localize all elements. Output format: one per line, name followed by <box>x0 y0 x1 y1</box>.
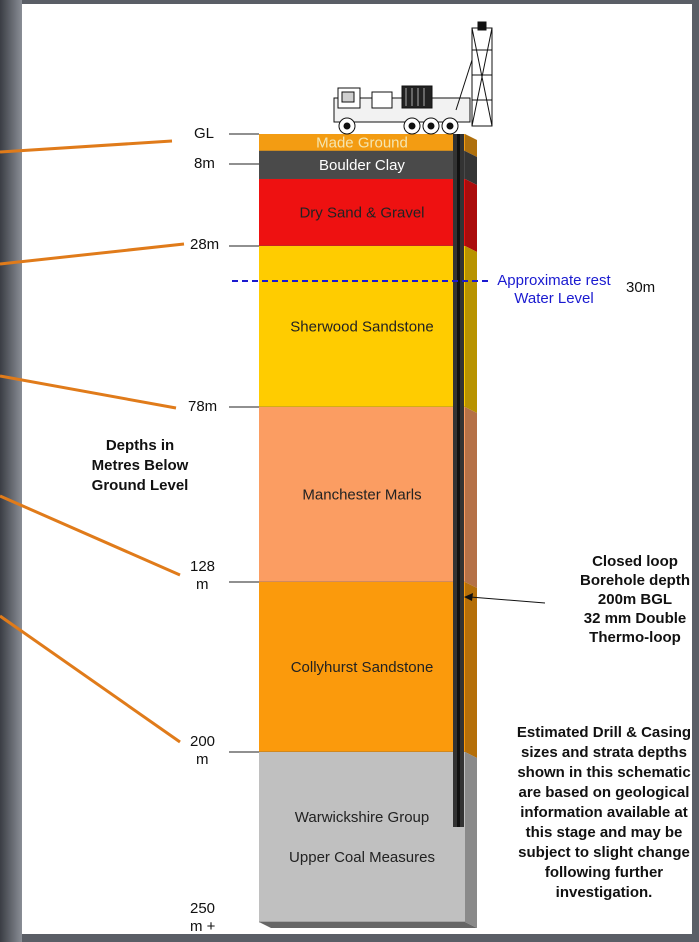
water-depth-label: 30m <box>626 279 656 296</box>
water-label-line1: Approximate rest <box>497 272 611 289</box>
estimate-note-line8: following further <box>544 864 664 881</box>
estimate-note-line6: this stage and may be <box>525 824 683 841</box>
leader-line-200m <box>0 614 181 744</box>
borehole-note-line5: Thermo-loop <box>589 629 681 646</box>
leader-line-gl <box>0 139 173 154</box>
borehole-note-line1: Closed loop <box>592 553 678 570</box>
drilling-rig-icon <box>333 21 493 135</box>
stratum-side-1 <box>465 151 477 185</box>
depth-label-200-unit: m <box>196 751 209 768</box>
leader-line-78m <box>0 374 177 410</box>
borehole-arrow-line <box>469 596 546 604</box>
depths-note-line2: Metres Below <box>91 457 189 474</box>
depth-label-250: 250 <box>190 900 216 917</box>
stratum-side-5 <box>465 582 477 758</box>
stratum-4 <box>259 407 465 582</box>
stratum-side-0 <box>465 134 477 157</box>
borehole-note-line2: Borehole depth <box>579 572 690 589</box>
depth-label-8m: 8m <box>194 155 215 172</box>
water-label-line2: Water Level <box>514 290 594 307</box>
estimate-note-line9: investigation. <box>555 884 653 901</box>
stratum-6 <box>259 752 465 922</box>
leader-line-128m <box>0 494 181 577</box>
stratum-0 <box>259 134 465 151</box>
left-sidebar <box>0 0 22 942</box>
borehole-note: Closed loop Borehole depth 200m BGL 32 m… <box>545 552 699 647</box>
depth-label-78m: 78m <box>188 398 218 415</box>
estimate-note-line7: subject to slight change <box>518 844 690 861</box>
stratum-5 <box>259 582 465 752</box>
depths-note-line3: Ground Level <box>91 477 189 494</box>
stratum-label-6-b: Upper Coal Measures <box>289 849 435 866</box>
stratum-label-5: Collyhurst Sandstone <box>291 659 434 676</box>
stratum-side-2 <box>465 179 477 252</box>
stratum-1 <box>259 151 465 179</box>
estimate-note-line1: Estimated Drill & Casing <box>516 724 692 741</box>
stratum-label-1: Boulder Clay <box>319 157 405 174</box>
depth-label-250-unit: m + <box>190 918 216 935</box>
strata-layers <box>259 134 477 928</box>
depths-note: Depths in Metres Below Ground Level <box>60 436 220 496</box>
estimate-note-line4: are based on geological <box>518 784 690 801</box>
borehole-note-line4: 32 mm Double <box>583 610 687 627</box>
stratum-2 <box>259 179 465 246</box>
depth-label-gl: GL <box>194 125 215 142</box>
stratum-label-4: Manchester Marls <box>302 487 421 504</box>
stratum-label-3: Sherwood Sandstone <box>290 319 433 336</box>
borehole-note-line3: 200m BGL <box>597 591 673 608</box>
leader-lines <box>0 139 185 744</box>
depth-label-200: 200 <box>190 733 216 750</box>
depth-label-28m: 28m <box>190 236 220 253</box>
depths-note-line1: Depths in <box>105 437 175 454</box>
estimate-note-line5: information available at <box>520 804 688 821</box>
water-level-label: Approximate rest Water Level <box>488 272 620 308</box>
estimate-note-line2: sizes and strata depths <box>521 744 687 761</box>
stratum-label-0: Made Ground <box>316 135 408 152</box>
depth-ticks <box>229 133 259 753</box>
stratum-side-6 <box>465 752 477 928</box>
depth-label-128: 128 <box>190 558 216 575</box>
stratum-label-6: Warwickshire Group <box>295 809 429 826</box>
depth-label-128-unit: m <box>196 576 209 593</box>
estimate-note-line3: shown in this schematic <box>517 764 691 781</box>
stratum-label-2: Dry Sand & Gravel <box>299 205 424 222</box>
leader-line-28m <box>0 242 185 266</box>
stratum-side-3 <box>465 246 477 413</box>
borehole-arrow-head <box>464 593 473 601</box>
stratum-side-4 <box>465 407 477 588</box>
drill-pipe-core <box>457 134 460 827</box>
estimate-note: Estimated Drill & Casing sizes and strat… <box>488 723 699 903</box>
stratum-3 <box>259 246 465 407</box>
column-bottom-cap <box>259 922 477 928</box>
